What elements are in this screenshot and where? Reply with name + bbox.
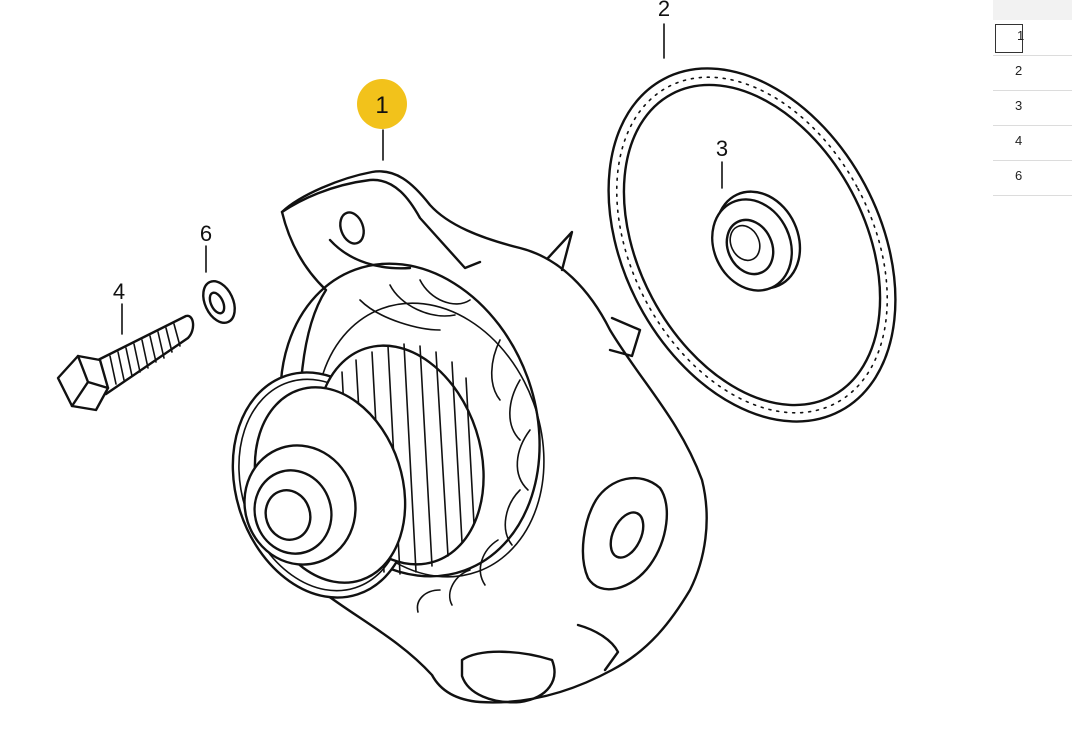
row-checkbox[interactable] <box>995 24 1023 53</box>
parts-list-row[interactable]: 3 <box>993 90 1072 126</box>
callout-6-label[interactable]: 6 <box>200 221 212 246</box>
parts-list-row[interactable]: 2 <box>993 55 1072 91</box>
water-pump-drawing <box>231 170 708 704</box>
parts-list-strip: 1 2 3 4 6 <box>993 0 1072 205</box>
callout-3-label[interactable]: 3 <box>716 136 728 161</box>
parts-list-row[interactable]: 6 <box>993 160 1072 196</box>
washer-drawing <box>202 280 236 324</box>
gasket-drawing <box>607 67 897 423</box>
bolt-drawing <box>56 314 195 412</box>
parts-list-header <box>993 0 1072 20</box>
callout-1[interactable]: 1 <box>357 79 407 129</box>
parts-list-row[interactable]: 1 <box>993 20 1072 56</box>
callout-1-label: 1 <box>375 92 388 119</box>
callout-4-label[interactable]: 4 <box>113 279 125 304</box>
callout-1-highlight <box>357 79 407 129</box>
callout-2-label[interactable]: 2 <box>658 0 670 21</box>
leader-lines <box>121 23 723 335</box>
seal-ring-drawing <box>711 190 802 292</box>
parts-list-row[interactable]: 4 <box>993 125 1072 161</box>
